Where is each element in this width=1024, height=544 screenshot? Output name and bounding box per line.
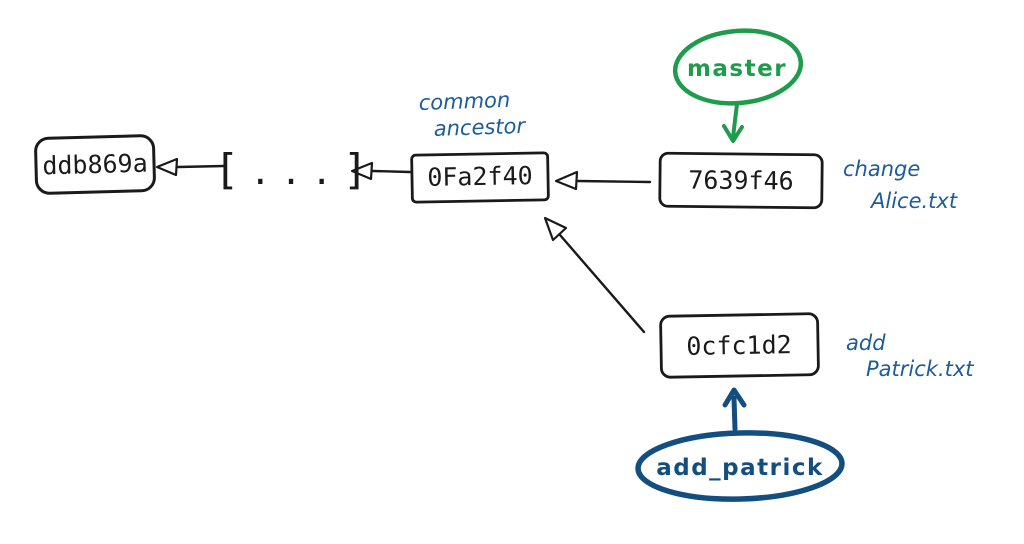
ellipsis-node: [ . . . ] xyxy=(220,145,364,194)
commit-hash-ddb869a: ddb869a xyxy=(42,149,148,181)
change-alice-note-line1: change xyxy=(843,157,920,181)
commit-node-ddb869a: ddb869a xyxy=(34,134,156,195)
commit-hash-0fa2f40: 0Fa2f40 xyxy=(427,161,533,192)
commit-box-0cfc1d2 xyxy=(659,312,820,379)
commit-box-0fa2f40 xyxy=(410,151,550,204)
master-pointer-arrow xyxy=(722,102,744,143)
commit-hash-0cfc1d2: 0cfc1d2 xyxy=(686,330,792,361)
add-patrick-note-line2: Patrick.txt xyxy=(866,357,974,381)
add-patrick-branch-oval xyxy=(635,430,845,502)
arrow-0cfc1d2-to-0fa2f40 xyxy=(543,216,646,334)
add-patrick-pointer-arrow xyxy=(722,387,747,432)
master-branch-label: master xyxy=(687,56,787,82)
commit-hash-7639f46: 7639f46 xyxy=(688,165,794,195)
change-alice-note-line2: Alice.txt xyxy=(869,189,958,213)
arrow-7639f46-to-0fa2f40 xyxy=(554,170,652,191)
commit-node-0cfc1d2: 0cfc1d2 xyxy=(659,312,820,379)
arrow-0fa2f40-to-ellipsis xyxy=(350,161,412,181)
commit-node-7639f46: 7639f46 xyxy=(658,151,824,210)
commit-node-0fa2f40: 0Fa2f40 xyxy=(410,151,550,204)
add-patrick-branch-label: add_patrick xyxy=(656,455,824,481)
master-branch-oval xyxy=(672,28,804,106)
arrow-ellipsis-to-ddb869a xyxy=(155,157,226,177)
common-ancestor-note-line2: ancestor xyxy=(433,114,526,141)
common-ancestor-note-line1: common xyxy=(418,88,510,115)
add-patrick-note-line1: add xyxy=(846,331,886,355)
commit-box-ddb869a xyxy=(34,134,156,195)
master-branch-badge: master xyxy=(672,28,804,106)
add-patrick-branch-badge: add_patrick xyxy=(635,430,845,502)
commit-box-7639f46 xyxy=(658,151,824,210)
